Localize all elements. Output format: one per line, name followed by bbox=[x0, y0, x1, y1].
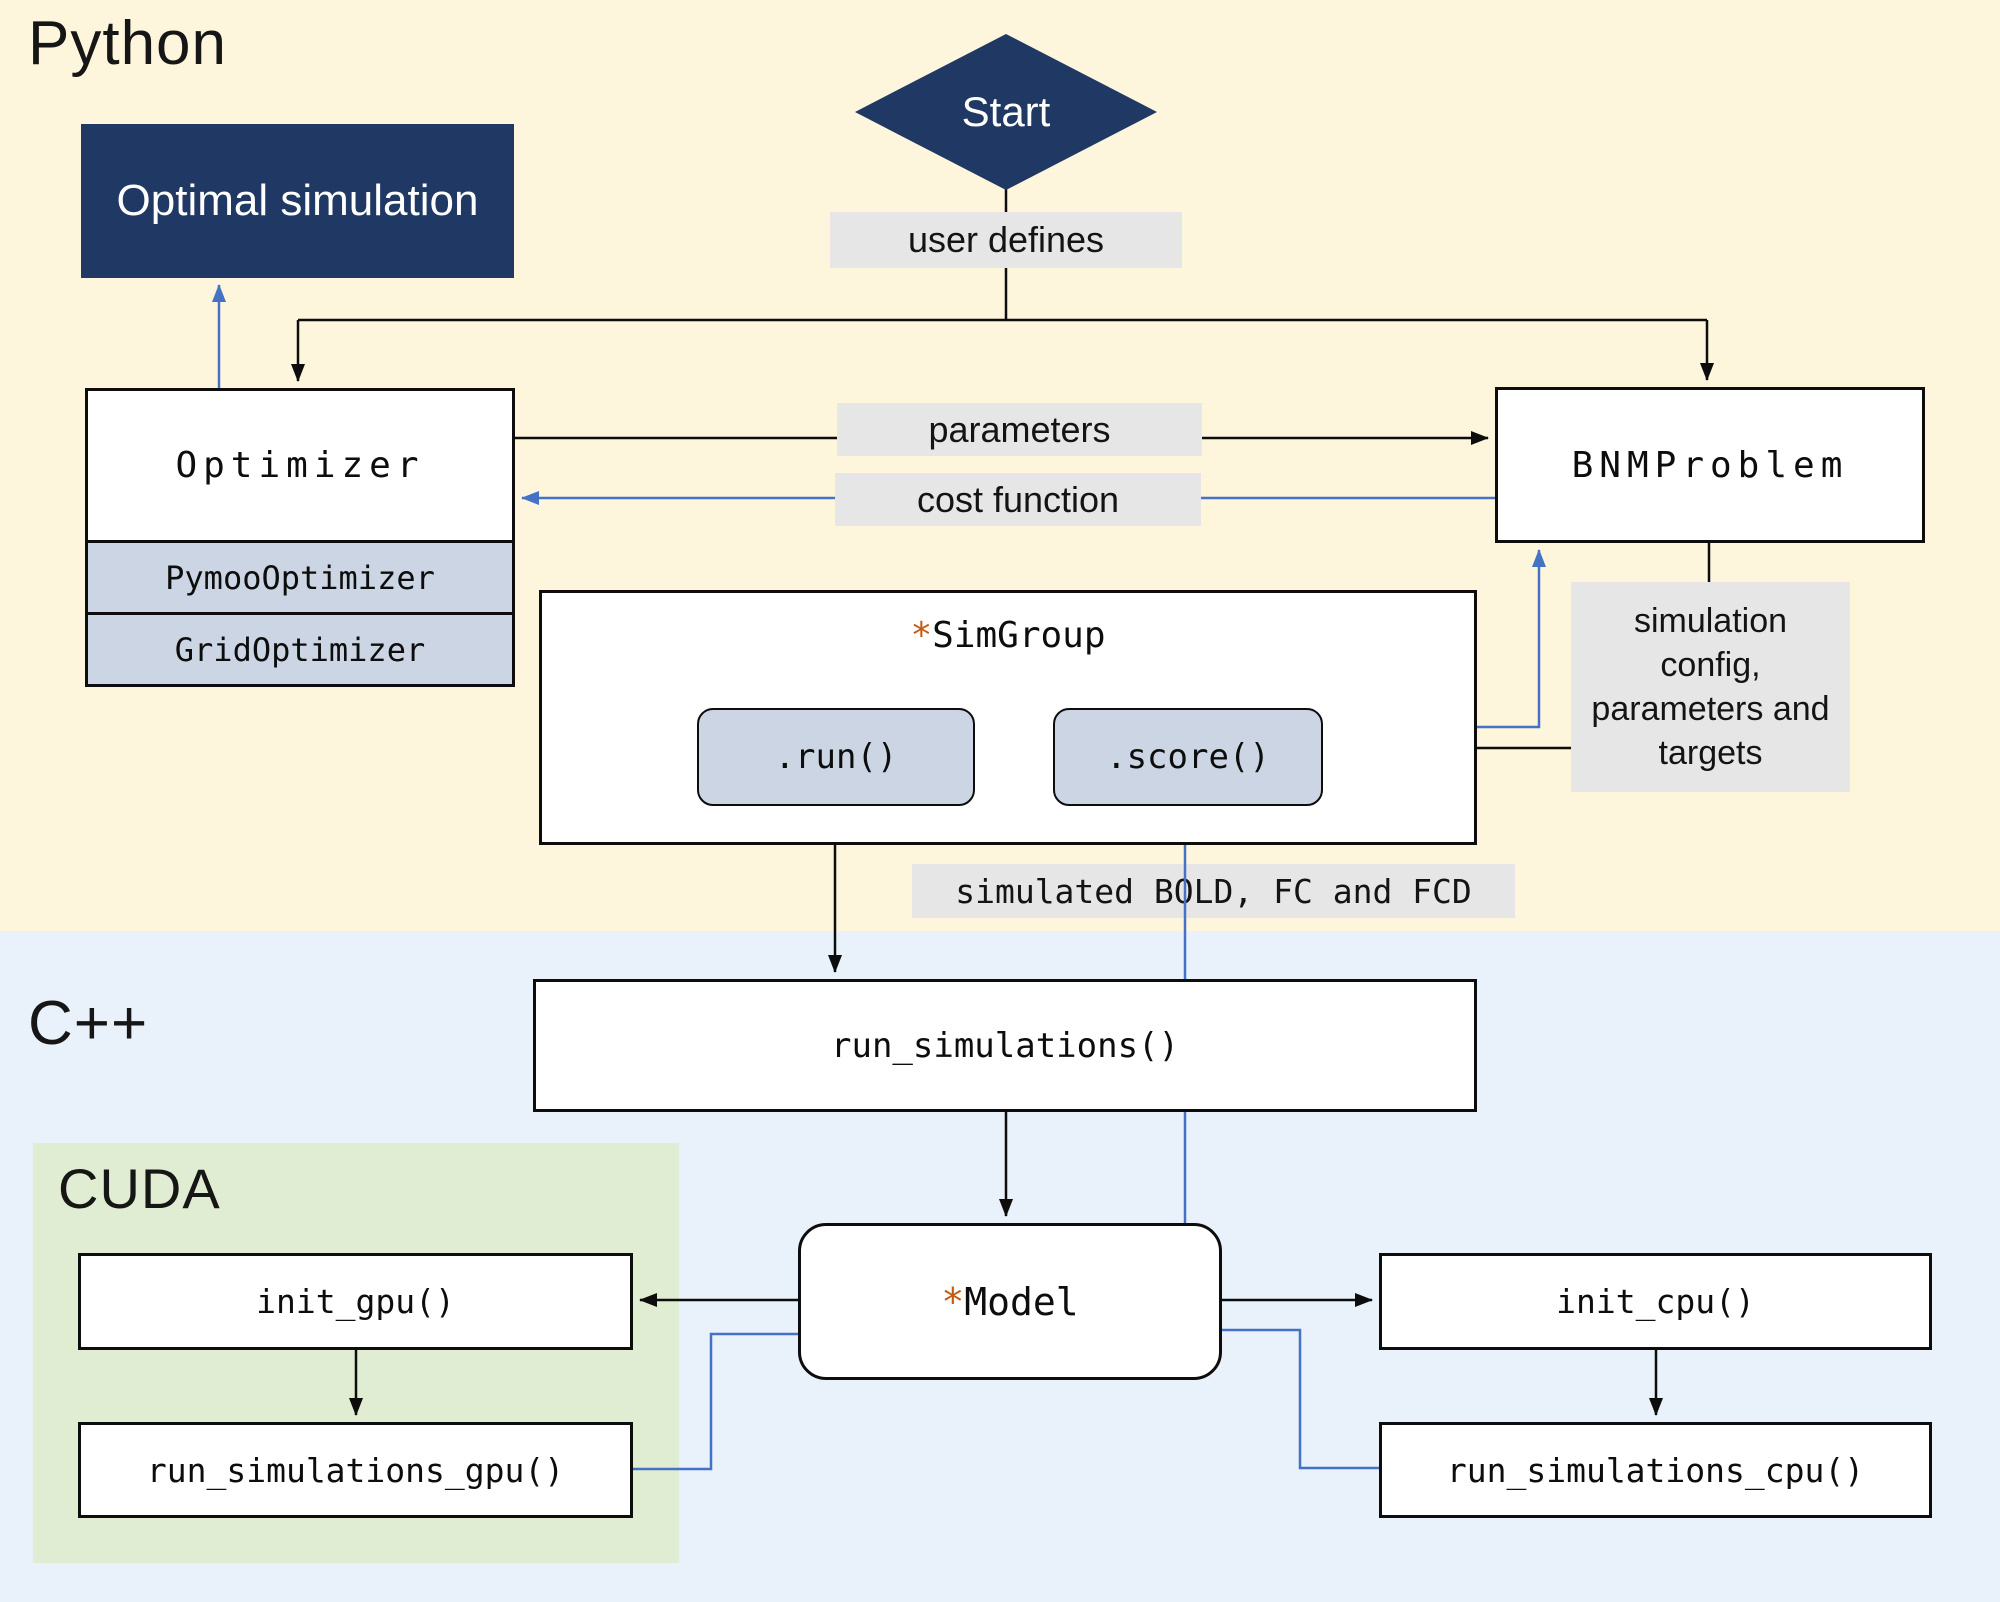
optimizer-node: Optimizer PymooOptimizer GridOptimizer bbox=[85, 388, 515, 687]
python-section-label: Python bbox=[28, 9, 228, 78]
cuda-section-label: CUDA bbox=[58, 1157, 221, 1220]
simgroup-name: SimGroup bbox=[932, 615, 1106, 656]
simgroup-asterisk: * bbox=[910, 615, 933, 656]
grid-optimizer-box: GridOptimizer bbox=[85, 612, 515, 687]
cost-function-label: cost function bbox=[835, 473, 1201, 526]
user-defines-label: user defines bbox=[830, 212, 1182, 268]
cpp-section-label: C++ bbox=[28, 989, 149, 1058]
run-simulations-cpu-node: run_simulations_cpu() bbox=[1379, 1422, 1932, 1518]
simgroup-node: *SimGroup .run() .score() bbox=[539, 590, 1477, 845]
bnmproblem-node: BNMProblem bbox=[1495, 387, 1925, 543]
parameters-label: parameters bbox=[837, 403, 1202, 456]
pymoo-optimizer-box: PymooOptimizer bbox=[85, 540, 515, 615]
init-cpu-node: init_cpu() bbox=[1379, 1253, 1932, 1350]
model-name: Model bbox=[964, 1279, 1079, 1324]
run-method-box: .run() bbox=[697, 708, 975, 806]
start-diamond-shape bbox=[855, 34, 1157, 190]
run-simulations-gpu-node: run_simulations_gpu() bbox=[78, 1422, 633, 1518]
model-asterisk: * bbox=[941, 1279, 965, 1324]
optimizer-class-box: Optimizer bbox=[85, 388, 515, 543]
sim-config-label: simulation config, parameters and target… bbox=[1571, 582, 1850, 792]
init-gpu-node: init_gpu() bbox=[78, 1253, 633, 1350]
sim-config-label-text: simulation config, parameters and target… bbox=[1591, 601, 1830, 773]
start-label: Start bbox=[961, 88, 1051, 135]
simgroup-title: *SimGroup bbox=[542, 615, 1474, 656]
run-simulations-node: run_simulations() bbox=[533, 979, 1477, 1112]
start-node: Start bbox=[855, 34, 1157, 190]
optimal-simulation-node: Optimal simulation bbox=[81, 124, 514, 278]
model-node: *Model bbox=[798, 1223, 1222, 1380]
simulated-bold-label: simulated BOLD, FC and FCD bbox=[912, 864, 1515, 918]
score-method-box: .score() bbox=[1053, 708, 1323, 806]
